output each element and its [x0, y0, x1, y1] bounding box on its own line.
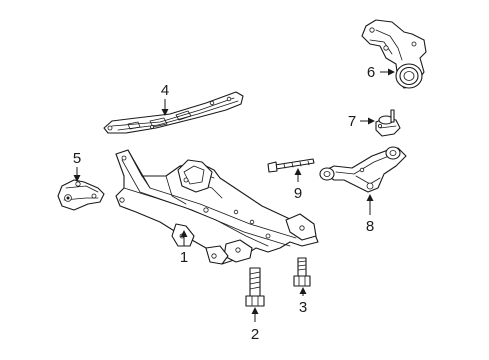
- long-bolt: [267, 158, 315, 173]
- mount-bracket: [57, 179, 105, 211]
- reinforcement-brace: [103, 91, 244, 134]
- callout-1: 1: [180, 249, 188, 266]
- leader-lines: [73, 68, 395, 322]
- bolt-2: [245, 267, 265, 307]
- callout-labels: 1 2 3 4 5 6 7 8 9: [73, 64, 375, 343]
- crossmember: [115, 149, 319, 265]
- callout-4: 4: [161, 82, 169, 99]
- callout-7: 7: [348, 113, 356, 130]
- steering-knuckle: [361, 19, 427, 89]
- callout-9: 9: [294, 185, 302, 202]
- callout-5: 5: [73, 150, 81, 167]
- callout-3: 3: [299, 299, 307, 316]
- bolt-3: [293, 257, 311, 287]
- lower-control-arm: [319, 146, 407, 193]
- callout-2: 2: [251, 326, 259, 343]
- callout-6: 6: [367, 64, 375, 81]
- callout-8: 8: [366, 218, 374, 235]
- ball-joint: [375, 109, 401, 137]
